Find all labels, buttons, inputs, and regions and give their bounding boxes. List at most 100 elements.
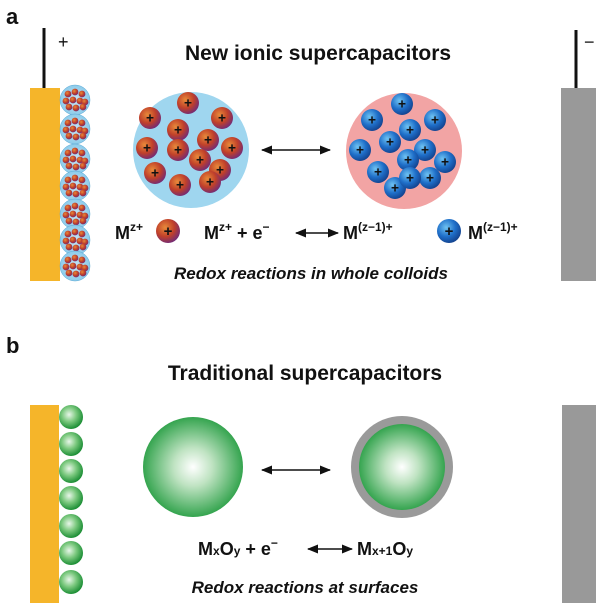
red-particle-disc (197, 129, 219, 151)
blue-particle-disc (424, 109, 446, 131)
stack-mini-particle (72, 218, 80, 226)
eq-b-right-y: y (406, 544, 413, 558)
adsorbed-oxide-stack (59, 405, 83, 594)
red-particle-sign: + (204, 133, 212, 148)
red-particle: + (167, 119, 189, 141)
stack-mini-particle (69, 155, 77, 163)
stack-mini-particle (78, 204, 86, 212)
blue-particle-disc (397, 149, 419, 171)
blue-particle-disc (399, 119, 421, 141)
stack-mini-particle (64, 256, 72, 264)
stack-mini-particle (79, 269, 87, 277)
blue-particle-disc (367, 161, 389, 183)
stack-colloid (59, 250, 91, 282)
blue-particle-sign: + (406, 171, 414, 186)
blue-particle: + (399, 119, 421, 141)
stack-mini-particle (71, 88, 79, 96)
red-particle: + (169, 174, 191, 196)
legend-blue-particle-disc (437, 219, 461, 243)
blue-particle-sign: + (398, 97, 406, 112)
blue-particle: + (434, 151, 456, 173)
stack-mini-particle (79, 162, 87, 170)
negative-electrode-a (561, 88, 596, 281)
oxide-particle (143, 417, 243, 517)
stack-oxide-sphere (59, 541, 83, 565)
red-particle-sign: + (184, 96, 192, 111)
caption-a: Redox reactions in whole colloids (174, 264, 448, 283)
blue-particle-disc (399, 167, 421, 189)
blue-particle-disc (349, 139, 371, 161)
stack-mini-particle (79, 189, 87, 197)
eq-right-m: M (343, 223, 358, 243)
red-particle-cluster: +++++++++++++ (136, 92, 243, 196)
blue-particle-disc (434, 151, 456, 173)
stack-mini-particle (64, 204, 72, 212)
stack-mini-particle (79, 243, 87, 251)
red-particle: + (221, 137, 243, 159)
red-particle: + (139, 107, 161, 129)
eq-mid-e-sup: − (263, 220, 270, 234)
red-particle-disc (221, 137, 243, 159)
blue-particle-cluster: +++++++++++++ (349, 93, 456, 199)
stack-mini-particle (64, 176, 72, 184)
red-particle-disc (169, 174, 191, 196)
stack-mini-particle (78, 176, 86, 184)
red-particle: + (199, 171, 221, 193)
stack-mini-particle (62, 211, 70, 219)
red-particle-sign: + (206, 175, 214, 190)
stack-mini-particle (62, 156, 70, 164)
blue-particle-sign: + (431, 113, 439, 128)
blue-particle: + (367, 161, 389, 183)
blue-particle: + (349, 139, 371, 161)
red-particle: + (197, 129, 219, 151)
blue-particle: + (397, 149, 419, 171)
stack-colloid (59, 143, 91, 175)
stack-mini-particle (69, 182, 77, 190)
red-particle: + (144, 162, 166, 184)
stack-mini-particle (71, 254, 79, 262)
red-particle-sign: + (146, 111, 154, 126)
red-particle-sign: + (174, 123, 182, 138)
stack-colloid (59, 224, 91, 256)
stack-mini-particle (65, 132, 73, 140)
svg-text:M(z−1)+: M(z−1)+ (468, 220, 518, 243)
red-particle: + (211, 107, 233, 129)
panel-b: b Traditional supercapacitors MxOy + e− … (6, 333, 596, 603)
red-particle-disc (177, 92, 199, 114)
blue-particle-sign: + (391, 181, 399, 196)
blue-particle-sign: + (356, 143, 364, 158)
eq-b-left-o: O (220, 539, 234, 559)
stack-mini-particle (65, 103, 73, 111)
stack-mini-particle (79, 217, 87, 225)
red-particle-sign: + (218, 111, 226, 126)
panel-a: a New ionic supercapacitors + − ++++++++… (6, 4, 596, 283)
blue-particle: + (379, 131, 401, 153)
eq-far-sup: (z−1)+ (483, 220, 518, 234)
eq-right-sup: (z−1)+ (358, 220, 393, 234)
svg-text:M(z−1)+: M(z−1)+ (343, 220, 393, 243)
stack-oxide-sphere (59, 459, 83, 483)
stack-mini-particle (79, 103, 87, 111)
red-particle-sign: + (196, 153, 204, 168)
blue-particle: + (424, 109, 446, 131)
stack-mini-particle (65, 217, 73, 225)
blue-particle: + (419, 167, 441, 189)
stack-mini-particle (69, 236, 77, 244)
stack-colloid (59, 84, 91, 116)
blue-particle-disc (391, 93, 413, 115)
equation-a: Mz+ + Mz+ + e− M(z−1)+ + M(z−1)+ (115, 219, 518, 243)
stack-mini-particle (72, 104, 80, 112)
adsorbed-colloid-stack (59, 84, 91, 282)
blue-particle: + (414, 139, 436, 161)
equation-b: MxOy + e− Mx+1Oy (198, 536, 413, 559)
stack-colloid (59, 170, 91, 202)
eq-mid-m: M (204, 223, 219, 243)
stack-mini-particle (65, 269, 73, 277)
eq-left-sup: z+ (130, 220, 143, 234)
stack-mini-particle (72, 190, 80, 198)
stack-mini-particle (78, 90, 86, 98)
red-particle-sign: + (143, 141, 151, 156)
panel-b-title: Traditional supercapacitors (168, 362, 442, 385)
stack-mini-particle (69, 262, 77, 270)
stack-mini-particle (79, 132, 87, 140)
